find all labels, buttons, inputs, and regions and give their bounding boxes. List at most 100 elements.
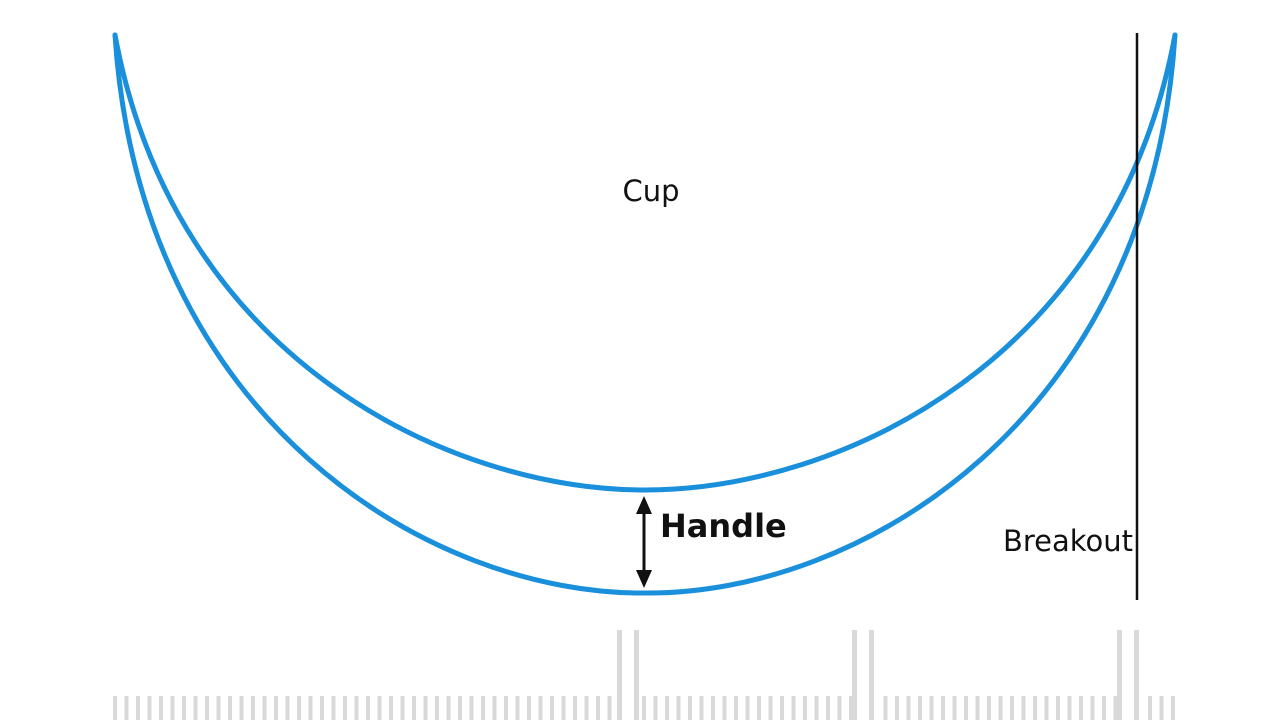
volume-bar bbox=[849, 696, 853, 720]
volume-bar bbox=[412, 696, 416, 720]
volume-bar bbox=[308, 696, 313, 720]
volume-bar bbox=[216, 696, 221, 720]
volume-bar bbox=[1021, 696, 1026, 720]
volume-bar bbox=[584, 696, 589, 720]
volume-bar bbox=[481, 696, 485, 720]
volume-bar bbox=[1102, 696, 1106, 720]
volume-bar bbox=[688, 696, 692, 720]
volume-bar bbox=[596, 696, 600, 720]
volume-bar bbox=[354, 696, 359, 720]
volume-bar bbox=[699, 696, 704, 720]
volume-bar bbox=[1090, 696, 1095, 720]
volume-bar bbox=[251, 696, 255, 720]
volume-bar bbox=[136, 696, 140, 720]
volume-bar bbox=[458, 696, 462, 720]
volume-bar bbox=[320, 696, 324, 720]
inner-cup-curve bbox=[112, 32, 1178, 493]
volume-bar bbox=[814, 696, 819, 720]
volume-bar bbox=[1067, 696, 1072, 720]
volume-bar bbox=[331, 696, 336, 720]
volume-bar bbox=[1033, 696, 1037, 720]
volume-bar bbox=[193, 696, 198, 720]
volume-bar bbox=[366, 696, 370, 720]
volume-bar-tall bbox=[617, 630, 622, 720]
volume-bar-tall bbox=[634, 630, 639, 720]
arrow-head-down-icon bbox=[636, 570, 652, 588]
volume-bar bbox=[147, 696, 152, 720]
volume-bar bbox=[780, 696, 784, 720]
volume-bar bbox=[538, 696, 543, 720]
volume-bar bbox=[262, 696, 267, 720]
volume-bar bbox=[205, 696, 209, 720]
volume-bar bbox=[285, 696, 290, 720]
volume-bar bbox=[400, 696, 405, 720]
volume-bar bbox=[895, 696, 899, 720]
volume-bar bbox=[1113, 696, 1118, 720]
handle-arrow bbox=[636, 496, 652, 588]
volume-bar bbox=[745, 696, 750, 720]
volume-bar bbox=[642, 696, 646, 720]
volume-bar bbox=[239, 696, 244, 720]
volume-bar bbox=[757, 696, 761, 720]
volume-bar bbox=[170, 696, 175, 720]
breakout-label: Breakout bbox=[1003, 524, 1133, 558]
volume-bar bbox=[515, 696, 520, 720]
volume-bar bbox=[665, 696, 669, 720]
volume-bar bbox=[734, 696, 738, 720]
volume-bar bbox=[607, 696, 612, 720]
volume-bar bbox=[952, 696, 957, 720]
volume-bar bbox=[1079, 696, 1083, 720]
volume-bar bbox=[883, 696, 888, 720]
volume-bar bbox=[1044, 696, 1049, 720]
volume-bar bbox=[929, 696, 934, 720]
volume-bar bbox=[274, 696, 278, 720]
volume-bar bbox=[803, 696, 807, 720]
volume-bar bbox=[676, 696, 681, 720]
volume-bar bbox=[791, 696, 796, 720]
volume-bar bbox=[1056, 696, 1060, 720]
volume-bars bbox=[113, 630, 1175, 720]
volume-bar bbox=[113, 696, 117, 720]
volume-bar bbox=[768, 696, 773, 720]
volume-bar bbox=[573, 696, 577, 720]
volume-bar bbox=[964, 696, 968, 720]
volume-bar bbox=[837, 696, 842, 720]
volume-bar bbox=[469, 696, 474, 720]
volume-bar bbox=[561, 696, 566, 720]
volume-bar bbox=[492, 696, 497, 720]
volume-bar bbox=[722, 696, 727, 720]
volume-bar bbox=[228, 696, 232, 720]
volume-bar-tall bbox=[869, 630, 874, 720]
volume-bar bbox=[1010, 696, 1014, 720]
volume-bar bbox=[1159, 696, 1164, 720]
volume-bar bbox=[918, 696, 922, 720]
volume-bar bbox=[998, 696, 1003, 720]
volume-bar bbox=[1171, 696, 1175, 720]
volume-bar bbox=[975, 696, 980, 720]
outer-cup-curve bbox=[112, 32, 1178, 596]
volume-bar bbox=[1148, 696, 1152, 720]
volume-bar bbox=[343, 696, 347, 720]
volume-bar bbox=[527, 696, 531, 720]
volume-bar bbox=[377, 696, 382, 720]
volume-bar bbox=[987, 696, 991, 720]
volume-bar bbox=[159, 696, 163, 720]
volume-bar bbox=[446, 696, 451, 720]
volume-bar bbox=[504, 696, 508, 720]
handle-label: Handle bbox=[660, 507, 787, 545]
volume-bar bbox=[826, 696, 830, 720]
volume-bar-tall bbox=[1134, 630, 1139, 720]
volume-bar bbox=[297, 696, 301, 720]
volume-bar bbox=[389, 696, 393, 720]
volume-bar bbox=[711, 696, 715, 720]
volume-bar bbox=[550, 696, 554, 720]
volume-bar bbox=[941, 696, 945, 720]
volume-bar-tall bbox=[852, 630, 857, 720]
volume-bar bbox=[653, 696, 658, 720]
volume-bar bbox=[182, 696, 186, 720]
arrow-head-up-icon bbox=[636, 496, 652, 514]
volume-bar bbox=[423, 696, 428, 720]
volume-bar bbox=[435, 696, 439, 720]
volume-bar bbox=[124, 696, 129, 720]
